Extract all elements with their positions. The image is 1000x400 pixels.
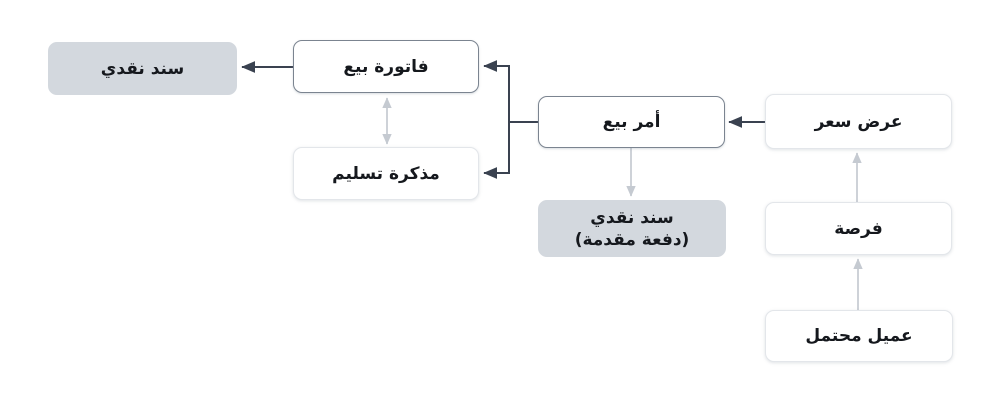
node-lead-label: عميل محتمل bbox=[805, 326, 913, 346]
node-sales-invoice-label: فاتورة بيع bbox=[343, 56, 429, 77]
node-lead: عميل محتمل bbox=[765, 310, 953, 362]
node-advance-cash-voucher: سند نقدي (دفعة مقدمة) bbox=[538, 200, 726, 257]
node-sales-order-label: أمر بيع bbox=[602, 112, 661, 132]
node-opportunity-label: فرصة bbox=[834, 218, 883, 239]
node-sales-invoice: فاتورة بيع bbox=[293, 40, 479, 93]
edge-sales-order-branch-stub bbox=[508, 66, 538, 173]
node-cash-voucher-label: سند نقدي bbox=[100, 58, 185, 79]
node-sales-order: أمر بيع bbox=[538, 96, 725, 148]
node-quotation: عرض سعر bbox=[765, 94, 952, 149]
node-advance-cash-voucher-label-line1: سند نقدي bbox=[590, 207, 674, 228]
node-delivery-note-label: مذكرة تسليم bbox=[332, 163, 440, 184]
node-opportunity: فرصة bbox=[765, 202, 952, 255]
node-delivery-note: مذكرة تسليم bbox=[293, 147, 479, 200]
node-quotation-label: عرض سعر bbox=[814, 111, 903, 132]
node-cash-voucher: سند نقدي bbox=[48, 42, 237, 95]
node-advance-cash-voucher-label-line2: (دفعة مقدمة) bbox=[574, 229, 690, 250]
